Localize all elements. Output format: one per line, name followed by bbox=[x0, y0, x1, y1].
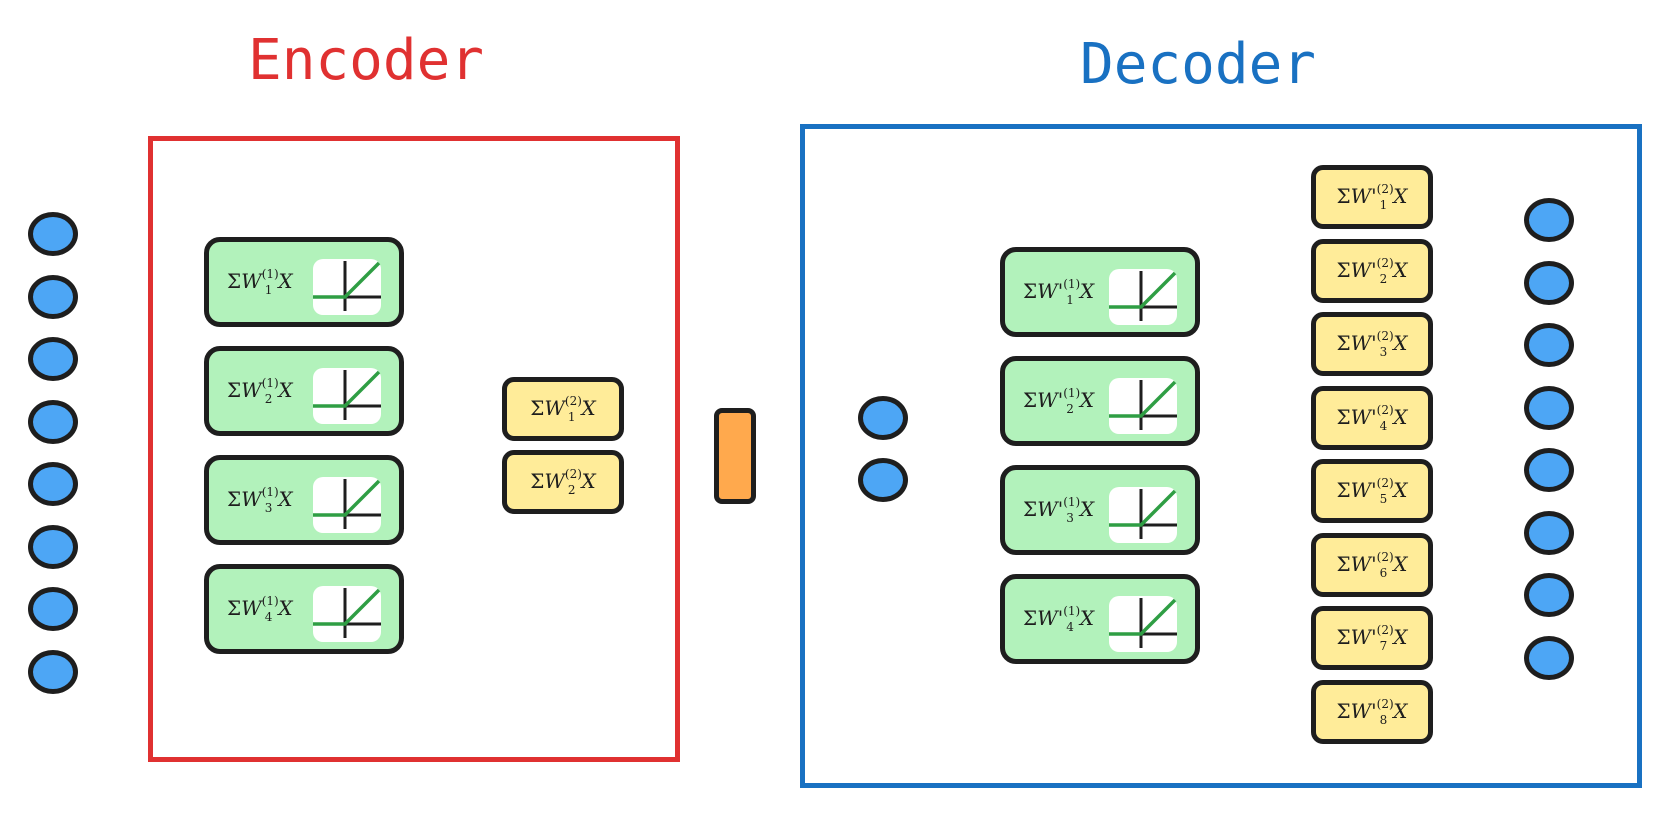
neuron-node bbox=[28, 524, 78, 569]
relu-activation-icon bbox=[313, 368, 381, 424]
neuron-node bbox=[1524, 323, 1574, 367]
neuron-node bbox=[28, 462, 78, 506]
relu-activation-icon bbox=[313, 477, 381, 533]
neuron-node bbox=[28, 587, 78, 631]
encoder-title: Encoder bbox=[248, 28, 485, 93]
neuron-node bbox=[858, 396, 908, 440]
decoder-title: Decoder bbox=[1080, 32, 1317, 97]
encoder-frame bbox=[148, 136, 680, 762]
neuron-node bbox=[28, 649, 78, 694]
neuron-node bbox=[28, 212, 78, 256]
relu-activation-icon bbox=[1109, 378, 1177, 434]
neuron-node bbox=[858, 458, 908, 502]
neuron-node bbox=[1524, 510, 1574, 555]
decoder-frame bbox=[800, 124, 1642, 788]
neuron-node bbox=[28, 337, 78, 381]
neuron-node bbox=[1524, 635, 1574, 680]
relu-activation-icon bbox=[1109, 269, 1177, 325]
relu-activation-icon bbox=[313, 586, 381, 642]
neuron-node bbox=[1524, 198, 1574, 242]
neuron-node bbox=[1524, 448, 1574, 492]
latent-vector bbox=[714, 408, 756, 504]
neuron-node bbox=[28, 274, 78, 319]
relu-activation-icon bbox=[1109, 487, 1177, 543]
relu-activation-icon bbox=[1109, 596, 1177, 652]
neuron-node bbox=[28, 399, 78, 444]
neuron-node bbox=[1524, 385, 1574, 430]
relu-activation-icon bbox=[313, 259, 381, 315]
neuron-node bbox=[1524, 260, 1574, 305]
neuron-node bbox=[1524, 573, 1574, 617]
